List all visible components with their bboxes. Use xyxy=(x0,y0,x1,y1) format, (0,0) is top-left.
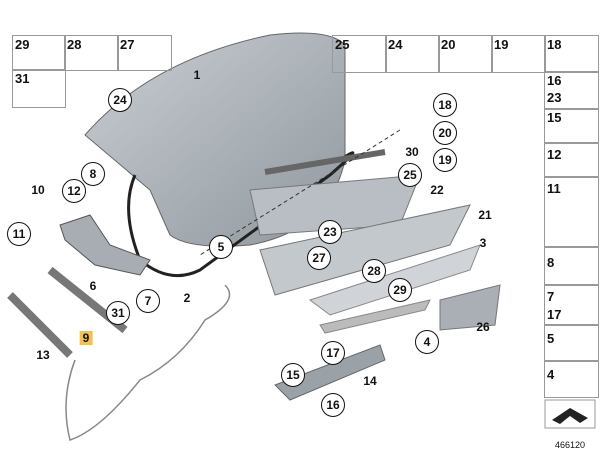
callout: 12 xyxy=(62,179,86,203)
part-box: 11 xyxy=(544,176,599,248)
panel-4 xyxy=(319,299,431,334)
panel-21 xyxy=(259,204,471,296)
diagram-id: 466120 xyxy=(555,440,586,450)
part-number: 28 xyxy=(67,37,82,52)
part-box: 25 xyxy=(332,35,387,73)
part-number: 17 xyxy=(547,307,562,322)
part-number: 7 xyxy=(547,289,555,304)
callout: 28 xyxy=(362,259,386,283)
part-number: 23 xyxy=(547,90,562,105)
part-box: 31 xyxy=(12,69,66,108)
part-box: 19 xyxy=(491,35,546,73)
part-number: 5 xyxy=(547,331,555,346)
part-box: 20 xyxy=(438,35,493,73)
part-number: 25 xyxy=(335,37,350,52)
highlighted-part-label[interactable]: 9 xyxy=(79,331,93,345)
label: 22 xyxy=(430,183,444,197)
label: 21 xyxy=(478,208,492,222)
plate-26 xyxy=(439,284,501,331)
callout: 31 xyxy=(106,301,130,325)
callout: 18 xyxy=(433,93,457,117)
label: 1 xyxy=(193,68,201,82)
label: 30 xyxy=(405,145,419,159)
callout: 20 xyxy=(433,121,457,145)
part-number: 27 xyxy=(120,37,135,52)
part-box: 12 xyxy=(544,142,599,178)
callout: 15 xyxy=(281,363,305,387)
part-number: 18 xyxy=(547,37,562,52)
part-number: 15 xyxy=(547,110,562,125)
label: 2 xyxy=(183,291,191,305)
callout: 17 xyxy=(321,341,345,365)
part-number: 19 xyxy=(494,37,509,52)
label: 10 xyxy=(31,183,45,197)
label: 6 xyxy=(89,279,97,293)
part-number: 11 xyxy=(547,181,561,196)
part-box: 4 xyxy=(544,360,599,398)
part-number: 16 xyxy=(547,73,562,88)
label: 13 xyxy=(36,348,50,362)
part-number: 12 xyxy=(547,147,562,162)
part-box: 18 xyxy=(544,35,599,73)
part-number: 8 xyxy=(547,255,555,270)
callout: 8 xyxy=(81,162,105,186)
callout: 23 xyxy=(318,220,342,244)
part-box: 5 xyxy=(544,324,599,362)
strut-13 xyxy=(7,292,73,358)
callout: 11 xyxy=(7,222,31,246)
part-box: 15 xyxy=(544,108,599,144)
part-box: 29 xyxy=(12,35,66,71)
label: 3 xyxy=(479,236,487,250)
part-box: 27 xyxy=(117,35,172,71)
callout: 16 xyxy=(321,393,345,417)
part-number: 20 xyxy=(441,37,456,52)
part-number: 24 xyxy=(388,37,403,52)
label: 14 xyxy=(363,374,377,388)
part-box: 28 xyxy=(64,35,119,71)
part-number: 4 xyxy=(547,367,555,382)
hinge-6 xyxy=(59,214,151,276)
callout: 27 xyxy=(307,246,331,270)
strip-30 xyxy=(264,149,386,175)
part-number: 31 xyxy=(15,71,30,86)
callout: 4 xyxy=(415,330,439,354)
callout: 25 xyxy=(398,163,422,187)
callout: 7 xyxy=(136,289,160,313)
part-number: 29 xyxy=(15,37,30,52)
callout: 5 xyxy=(209,235,233,259)
cable-2 xyxy=(65,284,231,441)
part-box: 24 xyxy=(385,35,440,73)
label: 26 xyxy=(476,320,490,334)
trim-14 xyxy=(274,344,386,401)
callout: 19 xyxy=(433,148,457,172)
callout: 24 xyxy=(108,88,132,112)
callout: 29 xyxy=(388,278,412,302)
part-box: 8 xyxy=(544,246,599,286)
